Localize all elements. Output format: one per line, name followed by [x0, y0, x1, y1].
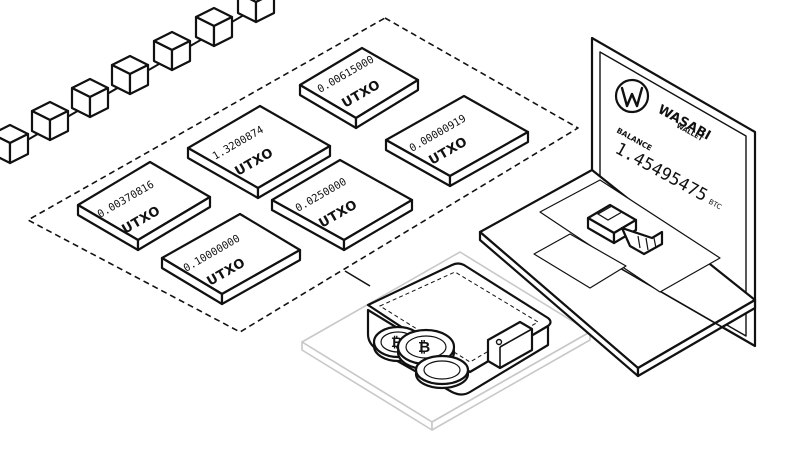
- bitcoin-coin-icon: [414, 354, 470, 390]
- utxo-card[interactable]: 0.10000000 UTXO: [160, 212, 302, 306]
- block-cube: [70, 77, 110, 119]
- block-cube: [152, 30, 192, 72]
- utxo-card[interactable]: 0.00370816 UTXO: [76, 160, 212, 252]
- block-cube: [236, 0, 276, 24]
- connector-line: [344, 270, 371, 287]
- wallet-clasp: [486, 320, 534, 370]
- utxo-card[interactable]: 1.3200874 UTXO: [186, 104, 332, 200]
- utxo-card[interactable]: 0.00000919 UTXO: [384, 94, 530, 188]
- bitcoin-symbol: ₿: [391, 335, 402, 351]
- laptop-trackpad: [533, 233, 627, 289]
- wallet: ₿ ₿: [366, 262, 552, 396]
- block-cube: [30, 100, 70, 142]
- bitcoin-symbol: ₿: [418, 338, 430, 356]
- laptop: WASABI WALLET BALANCE 1.45495475 BTC: [478, 36, 757, 378]
- utxo-card[interactable]: 0.0250000 UTXO: [270, 158, 414, 252]
- wasabi-logo-icon: [614, 78, 650, 114]
- hardware-key-icon: [586, 203, 664, 256]
- block-cube: [0, 123, 30, 165]
- utxo-selection-area: [27, 17, 579, 333]
- block-cube: [110, 54, 150, 96]
- block-cube: [194, 6, 234, 48]
- blockchain-chain: [0, 0, 276, 165]
- utxo-cards: 0.00615000 UTXO 1.3200874 UTXO 0.0000091…: [76, 46, 530, 306]
- utxo-card[interactable]: 0.00615000 UTXO: [298, 46, 420, 130]
